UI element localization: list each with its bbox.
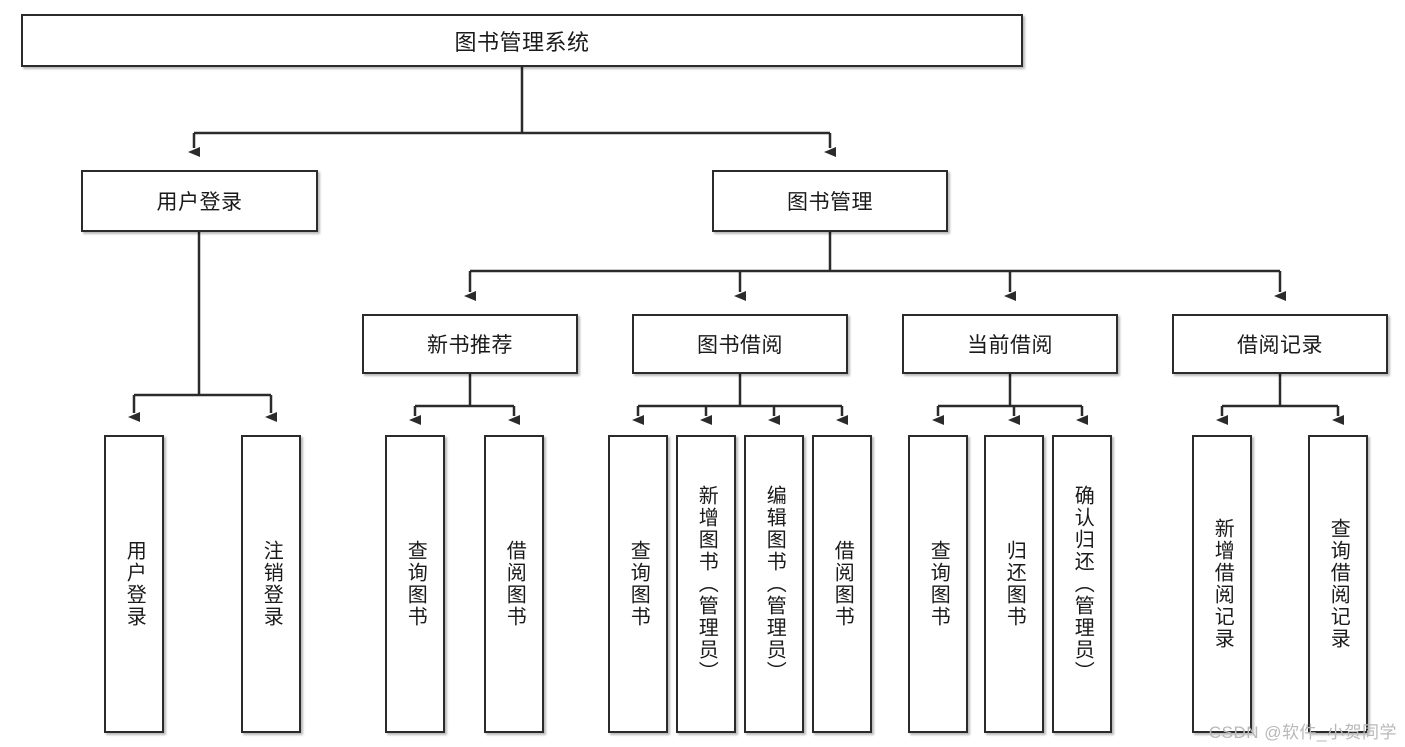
node-book-manage-label: 图书管理 — [787, 191, 873, 214]
node-borrow-record-label: 借阅记录 — [1237, 334, 1323, 357]
node-user-login-label: 用户登录 — [156, 191, 243, 214]
node-current-borrow[interactable]: 当前借阅 — [902, 314, 1118, 374]
node-leaf-add-record-label: 新增借阅记录 — [1211, 518, 1234, 650]
node-leaf-query-book-c[interactable]: 查询图书 — [908, 435, 968, 733]
node-user-login[interactable]: 用户登录 — [81, 170, 318, 232]
node-leaf-query-record[interactable]: 查询借阅记录 — [1308, 435, 1368, 733]
node-leaf-user-login[interactable]: 用户登录 — [104, 435, 164, 733]
node-leaf-query-record-label: 查询借阅记录 — [1327, 518, 1350, 650]
node-new-book-rec[interactable]: 新书推荐 — [362, 314, 578, 374]
node-leaf-query-book-b[interactable]: 查询图书 — [608, 435, 668, 733]
node-leaf-add-book-label: 新增图书（管理员） — [695, 485, 718, 683]
node-leaf-borrow-book-b[interactable]: 借阅图书 — [812, 435, 872, 733]
node-leaf-confirm-return[interactable]: 确认归还（管理员） — [1052, 435, 1112, 733]
node-leaf-borrow-book-rec[interactable]: 借阅图书 — [484, 435, 544, 733]
node-root[interactable]: 图书管理系统 — [21, 14, 1023, 67]
node-book-borrow[interactable]: 图书借阅 — [632, 314, 848, 374]
node-root-label: 图书管理系统 — [454, 29, 590, 55]
node-leaf-edit-book[interactable]: 编辑图书（管理员） — [744, 435, 804, 733]
node-leaf-query-book-c-label: 查询图书 — [927, 540, 950, 628]
node-borrow-record[interactable]: 借阅记录 — [1172, 314, 1388, 374]
node-leaf-query-book-rec[interactable]: 查询图书 — [385, 435, 445, 733]
node-leaf-logout[interactable]: 注销登录 — [241, 435, 301, 733]
node-leaf-query-book-b-label: 查询图书 — [627, 540, 650, 628]
node-leaf-add-book[interactable]: 新增图书（管理员） — [676, 435, 736, 733]
node-leaf-user-login-label: 用户登录 — [123, 540, 146, 628]
node-leaf-borrow-book-b-label: 借阅图书 — [831, 540, 854, 628]
node-leaf-logout-label: 注销登录 — [260, 540, 283, 628]
node-leaf-query-book-rec-label: 查询图书 — [404, 540, 427, 628]
node-leaf-add-record[interactable]: 新增借阅记录 — [1192, 435, 1252, 733]
node-leaf-return-book[interactable]: 归还图书 — [984, 435, 1044, 733]
node-leaf-borrow-book-rec-label: 借阅图书 — [503, 540, 526, 628]
node-leaf-confirm-return-label: 确认归还（管理员） — [1071, 485, 1094, 683]
node-book-manage[interactable]: 图书管理 — [712, 170, 948, 232]
watermark: CSDN @软件_小贺同学 — [1208, 723, 1397, 742]
node-leaf-edit-book-label: 编辑图书（管理员） — [763, 485, 786, 683]
node-current-borrow-label: 当前借阅 — [967, 334, 1053, 357]
node-leaf-return-book-label: 归还图书 — [1003, 540, 1026, 628]
node-book-borrow-label: 图书借阅 — [697, 334, 783, 357]
node-new-book-rec-label: 新书推荐 — [427, 334, 513, 357]
